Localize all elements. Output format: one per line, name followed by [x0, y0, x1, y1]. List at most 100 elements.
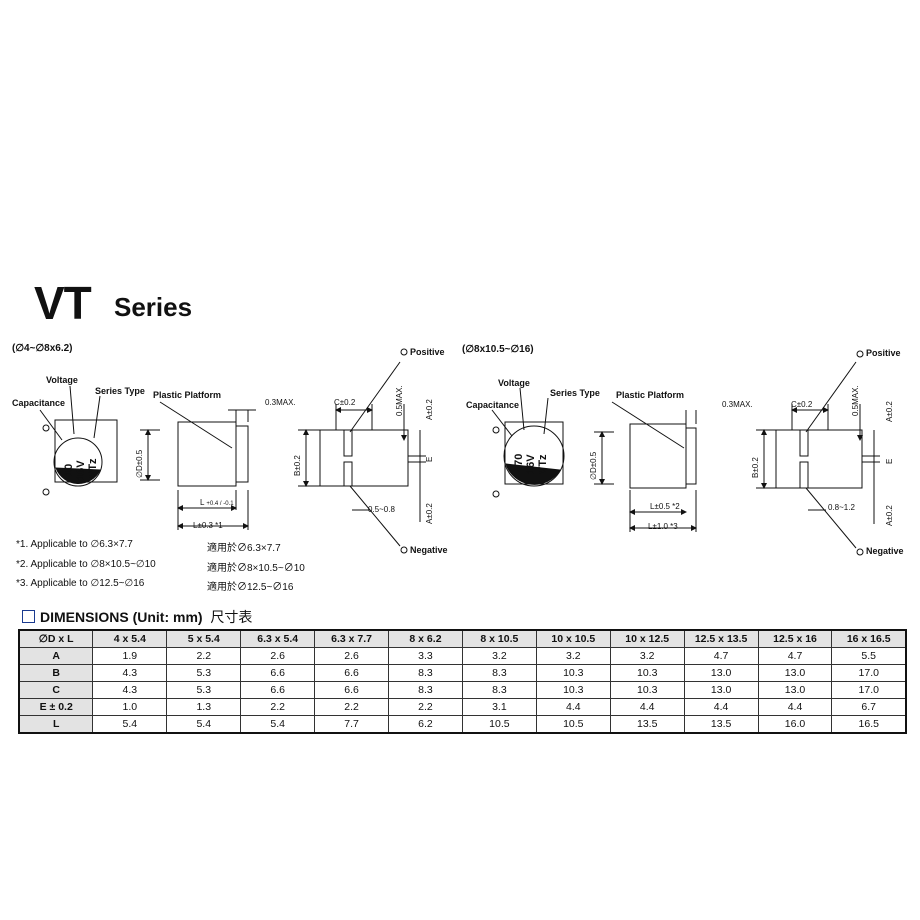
- table-cell: 8.3: [461, 681, 537, 699]
- table-row: E ± 0.2 1.0 1.3 2.2 2.2 2.2 3.1 4.4 4.4 …: [18, 698, 907, 716]
- table-row: L 5.4 5.4 5.4 7.7 6.2 10.5 10.5 13.5 13.…: [18, 715, 907, 734]
- table-cell: 2.6: [240, 647, 316, 665]
- note-1-en: *1. Applicable to ∅6.3×7.7: [16, 539, 133, 550]
- left-minus-mark: [42, 488, 50, 496]
- column-header: 8 x 10.5: [461, 629, 537, 648]
- table-cell: 2.2: [240, 698, 316, 716]
- left-lead-label: 0.5~0.8: [368, 505, 395, 514]
- table-cell: 4.7: [683, 647, 759, 665]
- column-header: 10 x 12.5: [609, 629, 685, 648]
- left-capacitance-label: Capacitance: [12, 398, 66, 408]
- row-label: B: [18, 664, 94, 682]
- column-header: 6.3 x 5.4: [240, 629, 316, 648]
- table-cell: 13.0: [757, 681, 833, 699]
- left-max03-label: 0.3MAX.: [265, 398, 296, 407]
- header-label: ∅D x L: [18, 629, 94, 648]
- left-cap-value: 10: [63, 464, 75, 476]
- table-cell: 8.3: [388, 664, 463, 682]
- column-header: 8 x 6.2: [388, 629, 463, 648]
- left-plastic-platform-label: Plastic Platform: [153, 390, 222, 400]
- left-positive-symbol: [400, 348, 408, 356]
- right-side-body: [629, 423, 687, 489]
- table-cell: 3.2: [609, 647, 685, 665]
- table-cell: 7.7: [314, 715, 390, 734]
- column-header: 16 x 16.5: [831, 629, 907, 648]
- left-c02-label: C±0.2: [334, 398, 356, 407]
- right-capacitor-circle: [503, 425, 565, 487]
- left-a02-top: A±0.2: [425, 399, 434, 420]
- left-positive-label: Positive: [410, 347, 445, 357]
- table-cell: 3.2: [461, 647, 537, 665]
- table-cell: 10.3: [535, 681, 611, 699]
- table-cell: 17.0: [831, 664, 907, 682]
- note-2-en: *2. Applicable to ∅8×10.5~∅10: [16, 559, 156, 570]
- right-series-type-label: Series Type: [550, 388, 600, 398]
- table-row: A 1.9 2.2 2.6 2.6 3.3 3.2 3.2 3.2 4.7 4.…: [18, 647, 907, 665]
- right-b02: B±0.2: [751, 457, 760, 478]
- dimensions-table: ∅D x L 4 x 5.4 5 x 5.4 6.3 x 5.4 6.3 x 7…: [18, 629, 907, 734]
- series-subtitle: Series: [114, 292, 193, 322]
- table-cell: 5.3: [166, 664, 242, 682]
- column-header: 12.5 x 16: [757, 629, 833, 648]
- table-cell: 4.4: [535, 698, 611, 716]
- note-3-zh: 適用於∅12.5~∅16: [207, 582, 294, 593]
- table-cell: 4.3: [92, 681, 168, 699]
- table-cell: 10.3: [609, 681, 685, 699]
- note-2-zh: 適用於∅8×10.5~∅10: [207, 563, 305, 574]
- right-max05: 0.5MAX.: [851, 385, 860, 416]
- table-cell: 5.5: [831, 647, 907, 665]
- right-d05: ∅D±0.5: [589, 451, 598, 480]
- column-header: 5 x 5.4: [166, 629, 242, 648]
- table-cell: 4.7: [757, 647, 833, 665]
- dimensions-heading: DIMENSIONS (Unit: mm) 尺寸表: [22, 607, 252, 627]
- left-side-platform: [235, 425, 249, 483]
- column-header: 6.3 x 7.7: [314, 629, 390, 648]
- table-cell: 1.3: [166, 698, 242, 716]
- table-cell: 6.6: [240, 681, 316, 699]
- right-range: (∅8x10.5~∅16): [462, 344, 534, 355]
- table-cell: 16.0: [757, 715, 833, 734]
- table-cell: 13.0: [683, 681, 759, 699]
- left-l-tol-label: L +0.4 / -0.1: [200, 498, 234, 507]
- table-cell: 10.3: [609, 664, 685, 682]
- table-cell: 17.0: [831, 681, 907, 699]
- right-negative-label: Negative: [866, 546, 904, 556]
- table-cell: 4.3: [92, 664, 168, 682]
- right-positive-label: Positive: [866, 348, 901, 358]
- table-cell: 10.5: [461, 715, 537, 734]
- left-e: E: [425, 457, 434, 462]
- square-icon: [22, 610, 35, 623]
- table-cell: 5.3: [166, 681, 242, 699]
- table-cell: 2.2: [166, 647, 242, 665]
- table-cell: 4.4: [757, 698, 833, 716]
- column-header: 4 x 5.4: [92, 629, 168, 648]
- right-capacitance-label: Capacitance: [466, 400, 520, 410]
- table-cell: 1.0: [92, 698, 168, 716]
- table-cell: 16.5: [831, 715, 907, 734]
- table-cell: 5.4: [166, 715, 242, 734]
- table-cell: 1.9: [92, 647, 168, 665]
- right-cap-series: VTz: [537, 454, 549, 474]
- table-cell: 6.7: [831, 698, 907, 716]
- left-b02: B±0.2: [293, 455, 302, 476]
- left-capacitor-polarity: [55, 467, 101, 484]
- table-cell: 8.3: [461, 664, 537, 682]
- left-range: (∅4~∅8x6.2): [12, 343, 73, 354]
- table-cell: 6.2: [388, 715, 463, 734]
- right-capacitor-polarity: [505, 463, 561, 485]
- right-voltage-label: Voltage: [498, 378, 530, 388]
- table-cell: 2.6: [314, 647, 390, 665]
- table-cell: 3.2: [535, 647, 611, 665]
- table-row: B 4.3 5.3 6.6 6.6 8.3 8.3 10.3 10.3 13.0…: [18, 664, 907, 682]
- left-plus-mark: [42, 424, 50, 432]
- right-bottom-view: [775, 429, 863, 489]
- right-a02-bottom: A±0.2: [885, 505, 894, 526]
- right-cap-voltage: 16V: [525, 454, 537, 474]
- left-cap-series: VTz: [87, 458, 99, 478]
- table-header-row: ∅D x L 4 x 5.4 5 x 5.4 6.3 x 5.4 6.3 x 7…: [18, 629, 907, 648]
- note-3-en: *3. Applicable to ∅12.5~∅16: [16, 578, 145, 589]
- table-cell: 13.0: [757, 664, 833, 682]
- row-label: E ± 0.2: [18, 698, 94, 716]
- left-voltage-label: Voltage: [46, 375, 78, 385]
